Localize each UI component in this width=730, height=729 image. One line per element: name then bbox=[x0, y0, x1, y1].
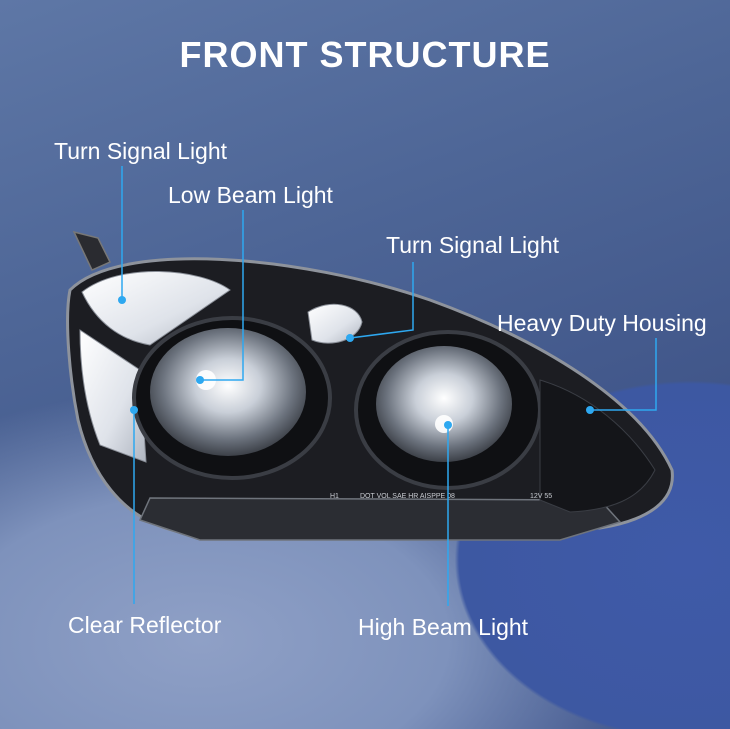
high-beam-reflector bbox=[376, 346, 512, 462]
callout-turn-signal-center bbox=[349, 262, 414, 339]
callout-heavy-duty-housing bbox=[590, 338, 657, 411]
low-beam-reflector bbox=[150, 328, 306, 456]
lens-marking-h1: H1 bbox=[330, 493, 339, 500]
label-heavy-duty-housing: Heavy Duty Housing bbox=[497, 310, 707, 336]
label-turn-signal-left: Turn Signal Light bbox=[54, 138, 228, 164]
housing-right-panel bbox=[539, 379, 656, 513]
mounting-tab bbox=[72, 230, 112, 271]
label-clear-reflector: Clear Reflector bbox=[68, 612, 222, 638]
label-high-beam: High Beam Light bbox=[358, 614, 529, 640]
page-title: FRONT STRUCTURE bbox=[179, 34, 551, 75]
callout-dots bbox=[118, 296, 594, 429]
label-low-beam: Low Beam Light bbox=[168, 182, 333, 208]
lens-marking-dot: DOT VOL SAE HR AISPPE 08 bbox=[360, 493, 455, 500]
clear-reflector-lens bbox=[79, 329, 147, 463]
callout-lines bbox=[121, 166, 657, 606]
lens-marking-right: 12V 55 bbox=[530, 493, 552, 500]
housing-base bbox=[138, 497, 622, 541]
callout-low-beam bbox=[200, 210, 244, 381]
turn-signal-lens-center bbox=[307, 303, 363, 344]
label-turn-signal-center: Turn Signal Light bbox=[386, 232, 560, 258]
